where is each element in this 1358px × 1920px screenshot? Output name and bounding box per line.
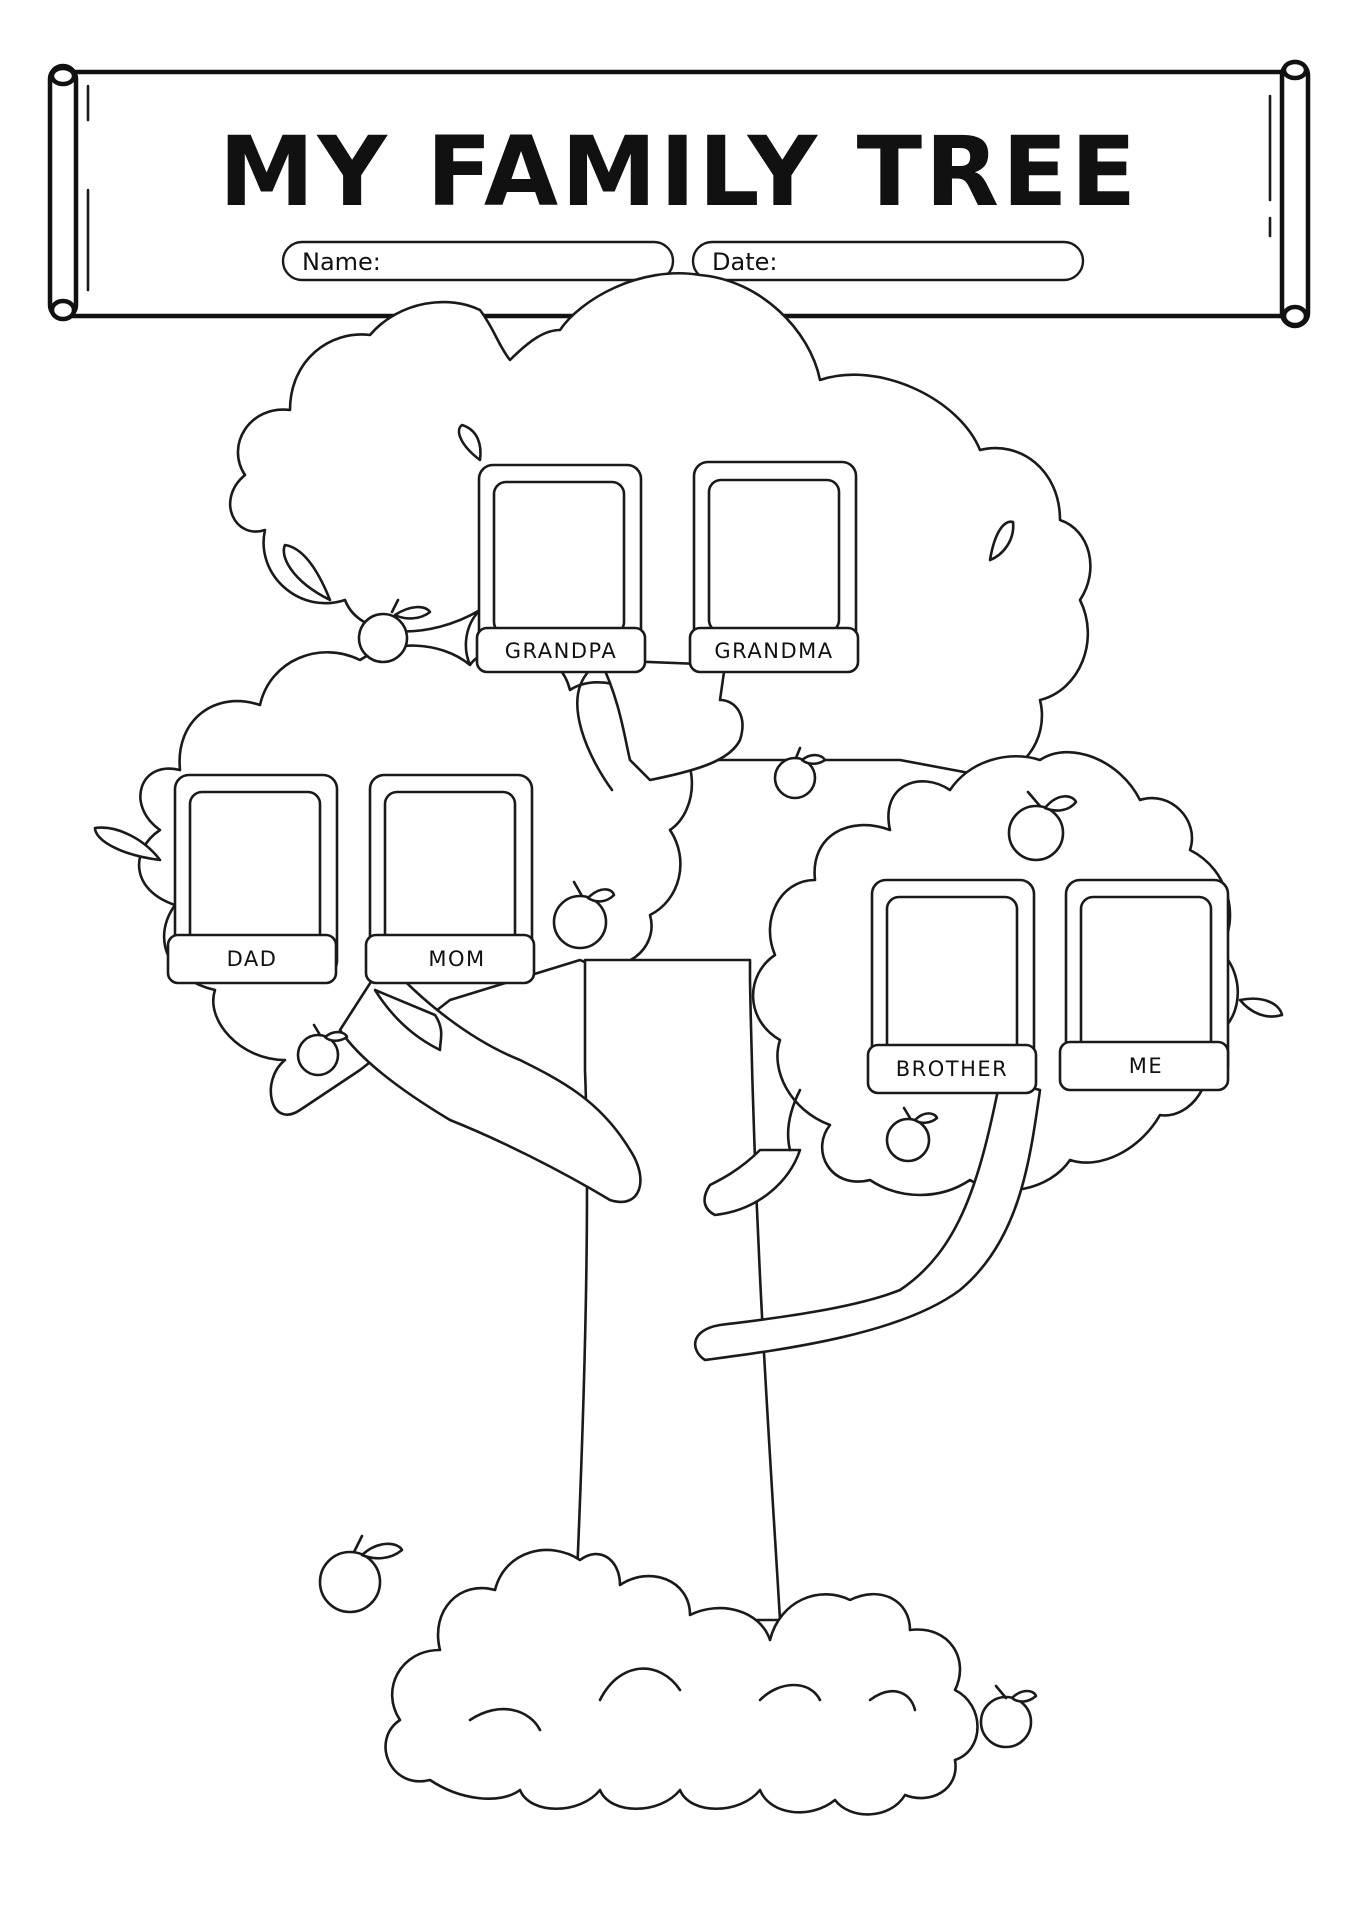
page-title: MY FAMILY TREE <box>219 116 1139 228</box>
apple <box>1007 790 1078 862</box>
frame-label-grandpa: GRANDPA <box>505 639 617 663</box>
name-label: Name: <box>302 248 381 276</box>
apple <box>552 880 616 950</box>
photo-frame-brother[interactable]: BROTHER <box>866 878 1038 1095</box>
name-field[interactable]: Name: <box>281 240 675 282</box>
scroll-roll-right <box>1279 59 1311 329</box>
bushes <box>384 1548 979 1816</box>
photo-frame-grandma[interactable]: GRANDMA <box>688 460 860 674</box>
apple <box>296 1023 349 1077</box>
frame-label-me: ME <box>1129 1054 1163 1078</box>
date-label: Date: <box>712 248 777 276</box>
apple <box>773 746 827 800</box>
date-field[interactable]: Date: <box>691 240 1085 282</box>
photo-frame-mom[interactable]: MOM <box>364 773 536 985</box>
frame-label-mom: MOM <box>428 947 485 971</box>
trunk <box>573 958 782 1622</box>
photo-frame-dad[interactable]: DAD <box>166 773 339 985</box>
frame-label-brother: BROTHER <box>896 1057 1009 1081</box>
apple <box>318 1534 404 1614</box>
apple <box>885 1106 939 1163</box>
canopy-top <box>228 272 1092 777</box>
photo-frame-me[interactable]: ME <box>1058 878 1230 1092</box>
scroll-roll-left <box>47 63 79 322</box>
frame-label-grandma: GRANDMA <box>714 639 833 663</box>
apple <box>357 598 432 664</box>
apple <box>979 1684 1038 1749</box>
frame-label-dad: DAD <box>227 947 278 971</box>
photo-frame-grandpa[interactable]: GRANDPA <box>475 463 647 674</box>
